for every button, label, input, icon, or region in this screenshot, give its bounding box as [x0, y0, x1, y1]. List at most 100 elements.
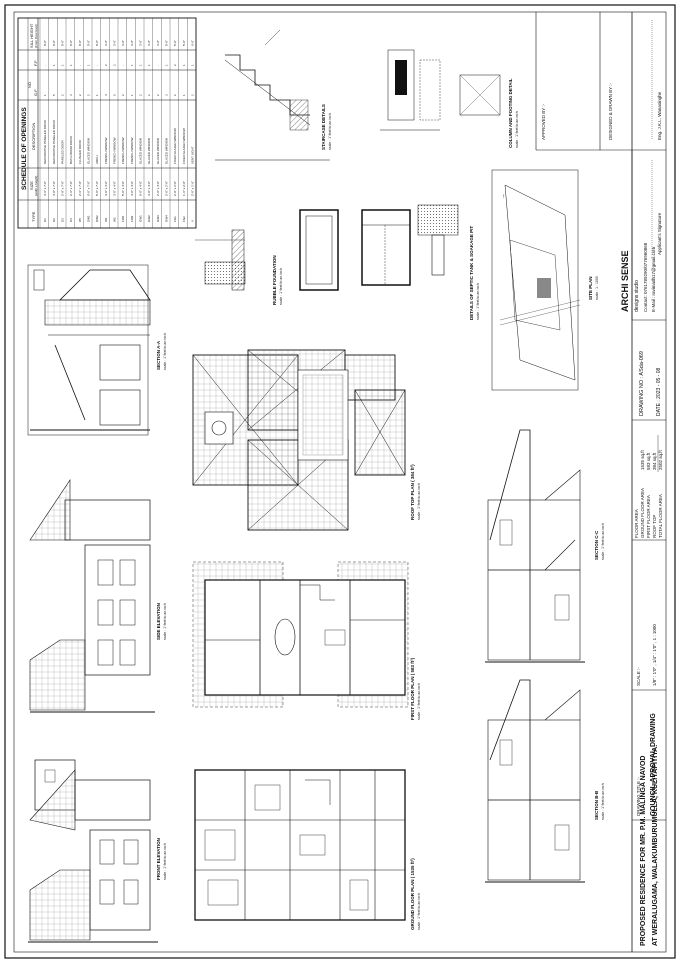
schedule-cell-sill: 5'-0" — [165, 40, 169, 46]
schedule-cell-gf: 2 — [61, 94, 65, 96]
drawing-title-label: DRAWING TITLE :- — [636, 776, 641, 816]
schedule-cell-type: GW3 — [156, 215, 160, 222]
schedule-cell-desc: GLAZED WINDOW — [156, 138, 160, 164]
schedule-cell-type: DW2 — [95, 215, 99, 222]
drawing-date: DATE : 2023 - 05 - 08 — [656, 368, 662, 416]
schedule-cell-type: GW4 — [165, 215, 169, 222]
site-plan: ↑ SITE PLAN scale : 1 : 1000 — [491, 169, 599, 391]
schedule-cell-gf: 2 — [173, 94, 177, 96]
staircase-detail: STAIRCASE DETAILS scale : 1' feet to an … — [215, 29, 332, 161]
ground-floor-title: GROUND FLOOR PLAN ( 1535 ft²) — [410, 858, 415, 930]
column-footing-scale: scale : 1' feet to an inch — [515, 111, 519, 148]
schedule-cell-ff: - — [156, 65, 160, 66]
schedule-cell-gf: 2 — [78, 94, 82, 96]
schedule-cell-sill: 0'-0" — [69, 40, 73, 46]
schedule-cell-type: D4 — [69, 218, 73, 222]
section-aa: SECTION A-A scale : 1' feet to an inch — [27, 264, 167, 436]
schedule-cell-desc: GLAZED WINDOW — [147, 138, 151, 164]
ground-floor-plan: GROUND FLOOR PLAN ( 1535 ft²) scale : 1'… — [194, 769, 421, 930]
schedule-cell-sill: 3'-0" — [156, 40, 160, 46]
schedule-cell-ff: 1 — [61, 64, 65, 66]
schedule-cell-ff: - — [121, 65, 125, 66]
schedule-cell-sill: 0'-0" — [61, 40, 65, 46]
schedule-cell-ff: 1 — [165, 64, 169, 66]
schedule-cell-type: W2 — [113, 217, 117, 222]
schedule-cell-gf: 4 — [104, 94, 108, 96]
schedule-header-ff: F.F — [33, 60, 38, 66]
approved-by: APPROVED BY :- — [541, 103, 546, 140]
schedule-cell-desc: GLAZED WINDOW — [165, 138, 169, 164]
schedule-cell-size: 3'-0" x 4'-0" — [113, 181, 117, 196]
section-bb: SECTION B-B scale : 1' feet to an inch — [485, 679, 605, 883]
schedule-cell-desc: DECORATIVE PANELED DOOR — [43, 119, 47, 164]
schedule-cell-desc: FRENCH WINDOW — [104, 137, 108, 164]
drawing-number: DRAWING NO : ASda-069 — [639, 351, 645, 416]
schedule-header-sill-sub: (From Floor level) — [34, 24, 38, 48]
sheet-inner-border — [13, 11, 667, 953]
schedule-header-size: SIZE — [29, 181, 34, 190]
firm-email: E-Mail : ravimadh17@gmail.com — [651, 247, 656, 312]
schedule-header-size-sub: (width x height) — [34, 176, 38, 196]
schedule-rows: D1 3'-6" x 7'-0" DECORATIVE PANELED DOOR 1 -… — [39, 18, 195, 228]
schedule-header-sill: SILL HEIGHT — [29, 23, 34, 48]
schedule-cell-ff: 1 — [182, 64, 186, 66]
rubble-foundation-scale: scale : 1' feet to an inch — [279, 268, 283, 305]
first-floor-plan: FIRST FLOOR PLAN ( 583 ft²) scale : 1' f… — [192, 561, 421, 720]
schedule-cell-size: 2'-6" x 7'-0" — [69, 181, 73, 196]
firm-tagline: designs studio — [634, 280, 640, 312]
side-elevation-scale: scale : 1' feet to an inch — [163, 603, 167, 640]
roof-top-scale: scale : 1' feet to an inch — [417, 483, 421, 520]
schedule-cell-gf: 3 — [165, 94, 169, 96]
firm-contact: Contact: 0761789290/0776960868 — [643, 242, 648, 312]
schedule-cell-type: FW1 — [121, 215, 125, 222]
schedule-cell-type: D1 — [43, 218, 47, 222]
schedule-cell-size: 2'-9" x 7'-0" — [61, 181, 65, 196]
side-elevation-title: SIDE ELEVATION — [156, 603, 161, 640]
staircase-scale: scale : 1' feet to an inch — [328, 113, 332, 150]
rubble-foundation-title: RUBBLE FOUNDATION — [272, 255, 277, 305]
schedule-cell-ff: 2 — [104, 64, 108, 66]
section-cc-title: SECTION C-C — [594, 530, 599, 560]
ff-area-value: 583 sq.ft — [646, 452, 651, 470]
schedule-cell-size: 2'-0" x 4'-0" — [156, 181, 160, 196]
schedule-cell-type: D5 — [78, 218, 82, 222]
schedule-cell-gf: 2 — [156, 94, 160, 96]
schedule-cell-type: DW1 — [87, 215, 91, 222]
schedule-cell-desc: FIXED GLAZED WINDOW — [182, 128, 186, 164]
floor-area-label: FLOOR AREA — [634, 509, 639, 538]
scale-value: 1/8" : 1'0" , 1/4" : 1'0" , 1 : 1000 — [652, 624, 657, 686]
total-area-value: 2502 sq.ft — [658, 449, 663, 470]
total-area-label: TOTAL FLOOR AREA — [658, 494, 663, 538]
schedule-cell-size: 5'-0" x 7'-0" — [95, 181, 99, 196]
schedule-cell-size: 1'-6" x 2'-0" — [182, 181, 186, 196]
schedule-cell-gf: 6 — [113, 94, 117, 96]
schedule-cell-gf: 1 — [43, 94, 47, 96]
section-cc-scale: scale : 1' feet to an inch — [601, 523, 605, 560]
schedule-title: SCHEDULE OF OPENINGS — [21, 107, 28, 190]
schedule-cell-desc: GLAZED WINDOW — [87, 138, 91, 164]
schedule-cell-gf: 2 — [147, 94, 151, 96]
schedule-cell-desc: BATH ROOM DOOR — [69, 135, 73, 164]
section-aa-scale: scale : 1' feet to an inch — [163, 333, 167, 370]
schedule-cell-size: 5'-0" x 4'-0" — [121, 181, 125, 196]
schedule-cell-gf: 1 — [130, 94, 134, 96]
section-cc: SECTION C-C scale : 1' feet to an inch — [485, 429, 605, 663]
drawing-title: COUNCIL APROVAL DRAWING — [650, 713, 657, 816]
svg-text:↑: ↑ — [502, 194, 505, 200]
schedule-cell-gf: 1 — [95, 94, 99, 96]
roof-top-title: ROOF TOP PLAN ( 384 ft²) — [410, 464, 415, 520]
schedule-cell-size: 3'-6" x 7'-0" — [43, 181, 47, 196]
schedule-cell-size: 3'-0" x 7'-0" — [52, 181, 56, 196]
schedule-cell-size: 2'-6" x 7'-0" — [78, 181, 82, 196]
schedule-cell-ff: - — [78, 65, 82, 66]
schedule-cell-desc: ARCH — [95, 155, 99, 164]
schedule-cell-size: 4'-0" x 4'-0" — [104, 181, 108, 196]
schedule-cell-size: 2'-0" x 2'-0" — [165, 181, 169, 196]
gf-area-label: GROUND FLOOR AREA — [640, 488, 645, 538]
schedule-header-no: NO — [27, 82, 32, 88]
project-title-line2: AT WERALUGAMA, WALAKUMBURUMULLA, KULIYAP… — [652, 745, 659, 946]
schedule-cell-sill: 0'-0" — [43, 40, 47, 46]
schedule-cell-desc: VENT LIGHT — [191, 146, 195, 164]
schedule-cell-ff: 1 — [139, 64, 143, 66]
column-footing-detail: COLUMN AND FOOTING DETAIL scale : 1' fee… — [380, 49, 519, 148]
